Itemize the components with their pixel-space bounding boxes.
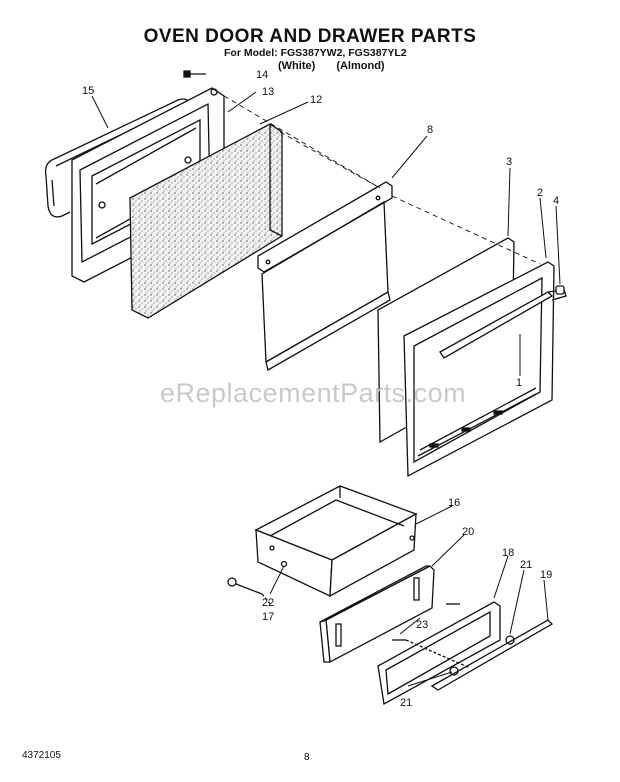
callout-20: 20 [462, 526, 474, 538]
footer-part-number: 4372105 [22, 750, 61, 761]
glide-hardware [227, 577, 273, 607]
callout-16: 16 [448, 497, 460, 509]
leader-lines [91, 91, 561, 687]
model-line: For Model: FGS387YW2, FGS387YL2 [224, 47, 407, 59]
door-handle [439, 285, 567, 359]
callout-13: 13 [262, 86, 274, 98]
bumper-21-upper [505, 635, 515, 645]
color-variants: (White) (Almond) [278, 60, 403, 72]
outer-door-frame [403, 261, 555, 478]
callout-14: 14 [256, 69, 268, 81]
drawer-trim-strip [430, 619, 554, 691]
callout-17: 17 [262, 611, 274, 623]
drawer-front-panel [319, 565, 435, 664]
drawer-box [254, 485, 418, 598]
variant-white: (White) [278, 60, 316, 72]
callout-8: 8 [427, 124, 433, 136]
callout-15: 15 [82, 85, 94, 97]
watermark: eReplacementParts.com [160, 378, 467, 408]
callout-3: 3 [506, 156, 512, 168]
drawer-outer-panel [377, 601, 501, 706]
screws-23 [392, 603, 471, 669]
callout-21-upper: 21 [520, 559, 532, 571]
callout-19: 19 [540, 569, 552, 581]
callout-4: 4 [553, 195, 559, 207]
variant-almond: (Almond) [336, 60, 385, 72]
callout-12: 12 [310, 94, 322, 106]
callout-18: 18 [502, 547, 514, 559]
footer-page-number: 8 [304, 752, 310, 763]
screw-14 [183, 70, 206, 78]
callout-22: 22 [262, 597, 274, 609]
callout-2: 2 [537, 187, 543, 199]
bumper-21-lower [449, 666, 459, 676]
glass-retainer-frame [257, 181, 393, 371]
callout-23: 23 [416, 619, 428, 631]
page-title: OVEN DOOR AND DRAWER PARTS [143, 26, 477, 47]
callout-1: 1 [516, 377, 522, 389]
callout-21-lower: 21 [400, 697, 412, 709]
assembly-guide-line [223, 95, 541, 265]
